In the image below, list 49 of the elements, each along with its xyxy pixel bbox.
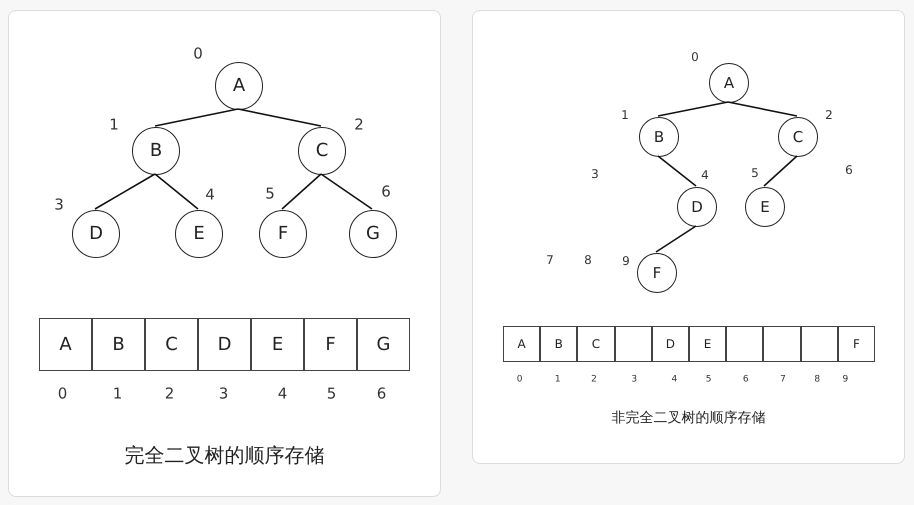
- tree-edge: [94, 173, 156, 210]
- tree-edge: [154, 108, 238, 127]
- tree-edge: [320, 173, 372, 210]
- index-number: 4: [278, 386, 288, 402]
- index-number: 4: [205, 188, 215, 202]
- caption-text: 非完全二叉树的顺序存储: [610, 409, 766, 428]
- index-number: 3: [591, 168, 599, 180]
- index-number: 6: [381, 184, 391, 200]
- index-number: 1: [112, 386, 122, 402]
- index-number: 7: [546, 254, 554, 266]
- tree-edge: [154, 173, 198, 210]
- index-number: 0: [691, 51, 699, 63]
- index-number: 4: [672, 376, 678, 384]
- tree-edge: [238, 108, 322, 127]
- index-number: 2: [354, 118, 364, 132]
- index-number: 9: [622, 255, 630, 267]
- index-number: 1: [109, 118, 119, 132]
- index-number: 6: [742, 376, 749, 384]
- index-number: 3: [631, 376, 638, 384]
- index-number: 3: [218, 386, 228, 402]
- tree-edge: [281, 173, 322, 210]
- tree-edge: [658, 101, 728, 117]
- index-number: 0: [58, 386, 68, 402]
- caption-text: 完全二叉树的顺序存储: [124, 442, 326, 469]
- tree-edge: [728, 101, 798, 117]
- panel-card: [8, 10, 441, 497]
- index-number: 8: [814, 376, 820, 384]
- index-number: 3: [54, 198, 64, 212]
- index-number: 5: [326, 386, 336, 402]
- index-number: 9: [842, 376, 848, 384]
- index-number: 5: [706, 376, 712, 384]
- index-number: 0: [193, 46, 203, 62]
- index-number: 6: [845, 164, 853, 176]
- index-number: 0: [516, 376, 522, 384]
- index-number: 4: [701, 169, 709, 181]
- index-number: 8: [584, 254, 592, 266]
- index-number: 2: [591, 376, 597, 384]
- index-number: 5: [751, 167, 759, 179]
- index-number: 5: [265, 186, 275, 202]
- index-number: 6: [376, 386, 386, 402]
- index-number: 1: [554, 376, 561, 384]
- tree-edge: [656, 225, 696, 253]
- tree-edge: [763, 155, 798, 187]
- index-number: 7: [780, 376, 786, 384]
- panel-card: [472, 10, 905, 464]
- index-number: 2: [164, 386, 174, 402]
- index-number: 2: [825, 109, 833, 121]
- tree-edge: [658, 155, 696, 187]
- index-number: 1: [621, 109, 629, 121]
